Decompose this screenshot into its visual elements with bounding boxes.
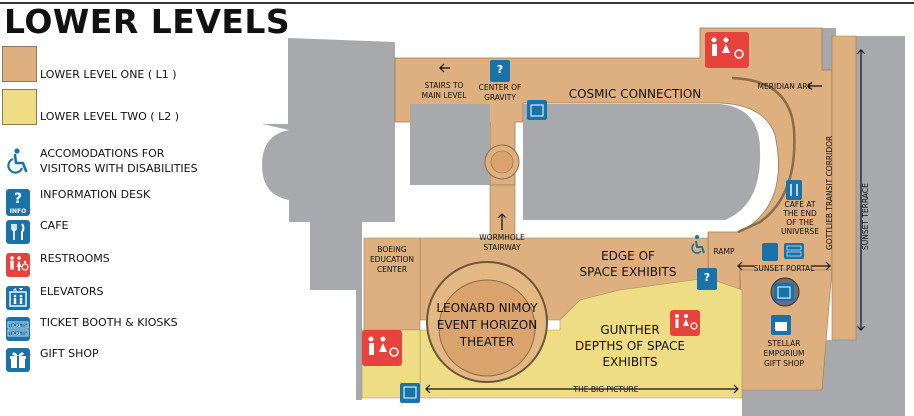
gunther-label-line3: EXHIBITS [602, 355, 657, 369]
legend-cafe-label: CAFE [40, 219, 69, 232]
elevator-icon [6, 286, 30, 310]
map-accessibility-icon-ramp [691, 235, 705, 254]
wormhole-label-line1: WORMHOLE [479, 233, 525, 242]
page-title: LOWER LEVELS [4, 2, 291, 41]
restroom-badge-north [705, 32, 749, 68]
legend-level-two-label: LOWER LEVEL TWO ( L2 ) [40, 110, 179, 123]
map-info-icon-center: ? [490, 60, 510, 82]
terrace-arrow [856, 49, 866, 331]
building-core [410, 104, 490, 185]
building-outline [288, 38, 395, 124]
restroom-badge-west [362, 330, 402, 366]
map-legend: LOWER LEVELS LOWER LEVEL ONE ( L1 ) LOWE… [0, 0, 300, 416]
accessibility-icon [7, 148, 28, 174]
restroom-badge-gunther [670, 310, 700, 336]
portal-arrows [737, 261, 831, 271]
center-of-gravity-inner [490, 150, 514, 174]
meridian-arc-label: MERIDIAN ARC [758, 82, 813, 91]
legend-restrooms-label: RESTROOMS [40, 252, 110, 265]
restrooms-icon [6, 253, 30, 277]
level-two-swatch [2, 89, 37, 125]
theater-label-line1: LEONARD NIMOY [436, 301, 538, 315]
center-label-line1: CENTER OF [479, 83, 522, 92]
building-west-wing [262, 124, 395, 222]
gunther-label-line1: GUNTHER [600, 323, 659, 337]
meridian-arc [731, 76, 796, 234]
gunther-label-line2: DEPTHS OF SPACE [575, 339, 685, 353]
building-core-east [523, 104, 761, 220]
theater-label-line2: EVENT HORIZON [437, 318, 537, 332]
stellar-label-line3: GIFT SHOP [764, 359, 804, 368]
big-picture-arrow [425, 384, 739, 394]
cafe-label-line2: THE END [782, 209, 817, 218]
stellar-label-line1: STELLAR [768, 339, 801, 348]
edge-label-line1: EDGE OF [601, 249, 655, 263]
cafe-label-line1: CAFE AT [785, 200, 816, 209]
level-one-wormhole-stair [489, 184, 516, 239]
svg-text:?: ? [704, 271, 710, 284]
center-label-line2: GRAVITY [484, 93, 516, 102]
big-picture-label: THE BIG PICTURE [573, 385, 639, 394]
stellar-label-line2: EMPORIUM [763, 349, 804, 358]
meridian-arrow [807, 81, 822, 91]
ticket-glyph-text-1: TICKETS [8, 323, 27, 329]
boeing-label-line3: CENTER [377, 265, 407, 274]
map-info-icon-edge: ? [697, 268, 717, 290]
svg-text:?: ? [497, 63, 503, 76]
legend-information-label: INFORMATION DESK [40, 188, 151, 201]
building-west-lower [289, 222, 362, 400]
edge-label-line2: SPACE EXHIBITS [580, 265, 677, 279]
legend-accessibility-label-line1: ACCOMODATIONS FOR [40, 147, 165, 160]
boeing-label-line1: BOEING [377, 245, 406, 254]
stairs-arrow [439, 63, 450, 73]
theater-floor [438, 279, 536, 377]
sunset-portal-label: SUNSET PORTAL [754, 264, 816, 273]
level-one-corridor [831, 35, 857, 341]
wormhole-label-line2: STAIRWAY [483, 243, 521, 252]
legend-tickets-label: TICKET BOOTH & KIOSKS [40, 316, 178, 329]
stairs-label-line1: STAIRS TO [425, 81, 464, 90]
cosmic-connection-label: COSMIC CONNECTION [569, 87, 702, 101]
info-glyph-text: INFO [10, 208, 26, 215]
svg-text:?: ? [14, 191, 22, 207]
map-elevator-icon-west [400, 383, 420, 403]
theater-label-line3: THEATER [459, 335, 514, 349]
cafe-label-line3: OF THE [786, 218, 814, 227]
level-one-swatch [2, 46, 37, 82]
map-elevator-icon-center [527, 100, 547, 120]
map-phone-icon [762, 243, 778, 261]
map-elevator-icon-portal [770, 277, 800, 307]
building-east [742, 28, 905, 416]
legend-level-one-label: LOWER LEVEL ONE ( L1 ) [40, 68, 177, 81]
ticket-booth-icon: TICKETS TICKETS [6, 317, 30, 341]
legend-elevators-label: ELEVATORS [40, 285, 104, 298]
boeing-label-line2: EDUCATION [370, 255, 414, 264]
cafe-label-line4: UNIVERSE [781, 227, 819, 236]
legend-accessibility-label-line2: VISITORS WITH DISABILITIES [40, 162, 198, 175]
information-icon: ? INFO [6, 189, 30, 216]
map-cafe-icon [786, 180, 802, 200]
cafe-icon [6, 220, 30, 244]
stairs-label-line2: MAIN LEVEL [422, 91, 468, 100]
floor-map: ? ? STAIRS TO [262, 27, 905, 416]
map-ticket-icon [784, 243, 804, 259]
legend-gift-shop-label: GIFT SHOP [40, 347, 99, 360]
title-rule [0, 2, 914, 4]
gift-shop-icon [6, 348, 30, 372]
map-gift-icon [771, 315, 791, 335]
gottlieb-corridor-label: GOTTLIEB TRANSIT CORRIDOR [825, 136, 834, 250]
ramp-label: RAMP [713, 247, 735, 256]
ticket-glyph-text-2: TICKETS [8, 331, 27, 337]
wormhole-arrow [497, 213, 507, 230]
sunset-terrace-label: SUNSET TERRACE [861, 183, 870, 250]
